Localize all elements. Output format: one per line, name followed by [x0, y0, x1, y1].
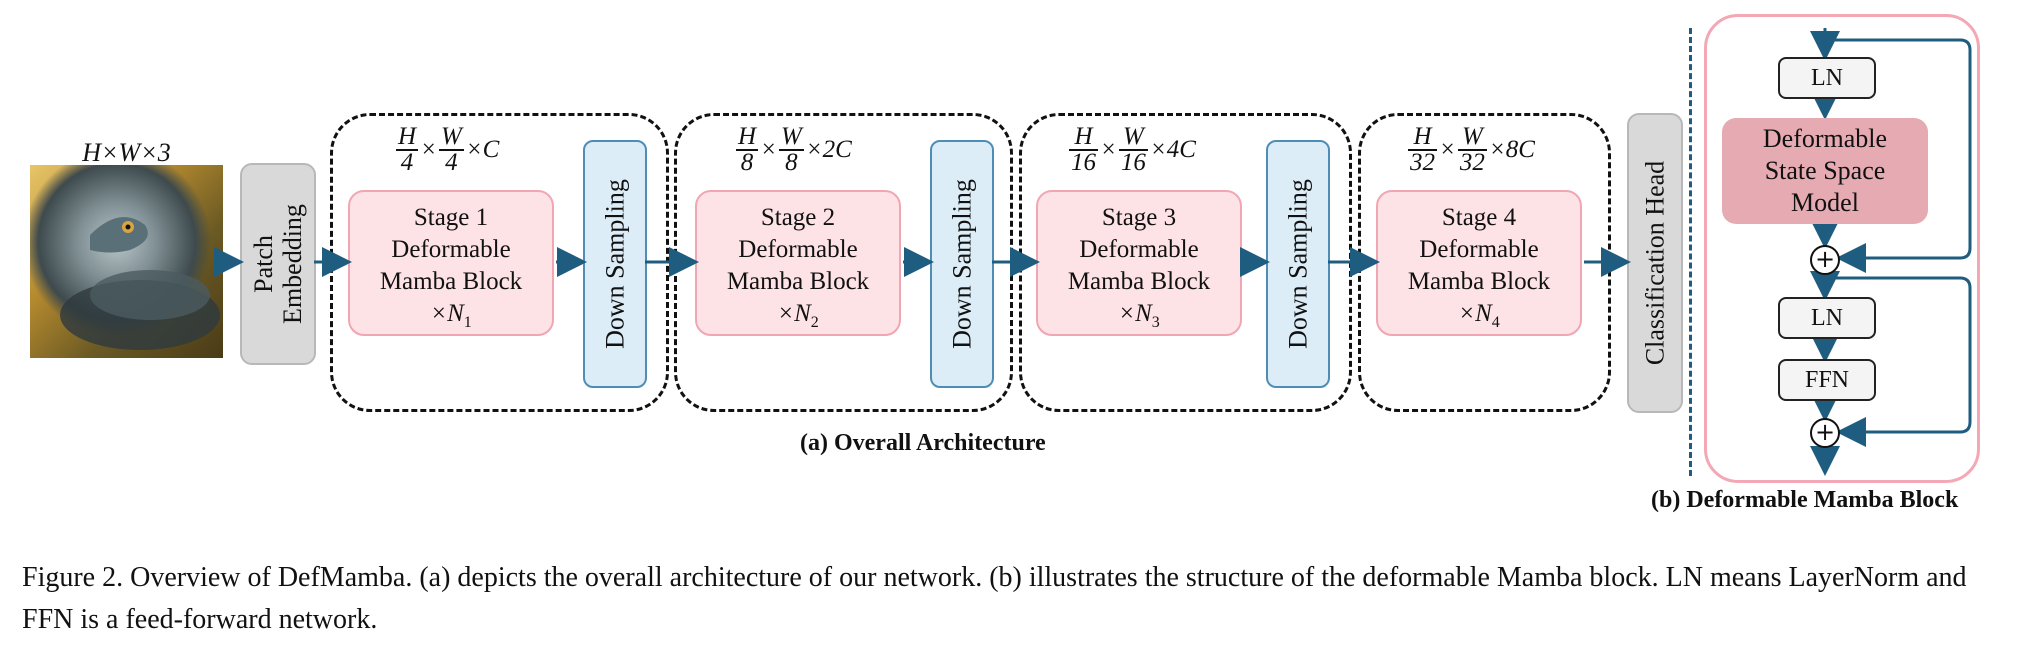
stage-1-repeat: ×N1	[430, 300, 472, 331]
stage-2-line3: Mamba Block	[726, 268, 870, 295]
stage-4-title: Stage 4	[1441, 204, 1517, 231]
down-sampling-1: Down Sampling	[583, 140, 647, 388]
figure-caption: Figure 2. Overview of DefMamba. (a) depi…	[22, 562, 1967, 635]
down-sampling-3: Down Sampling	[1266, 140, 1330, 388]
classification-head-block: Classification Head	[1627, 113, 1683, 413]
caption-overall-architecture: (a) Overall Architecture	[800, 430, 1046, 456]
stage-3-title: Stage 3	[1101, 204, 1177, 231]
add-node-1: +	[1810, 245, 1840, 275]
stage-1-title: Stage 1	[413, 204, 489, 231]
stage-1-line2: Deformable	[391, 236, 511, 263]
stage-3-card: Stage 3 Deformable Mamba Block ×N3	[1036, 190, 1242, 336]
stage-1-line3: Mamba Block	[379, 268, 523, 295]
stage-3-line2: Deformable	[1079, 236, 1199, 263]
stage-4-repeat: ×N4	[1458, 300, 1500, 331]
add-node-2: +	[1810, 418, 1840, 448]
caption-deformable-mamba-block: (b) Deformable Mamba Block	[1651, 487, 1959, 513]
stage-1-card: Stage 1 Deformable Mamba Block ×N1	[348, 190, 554, 336]
input-snake-image	[30, 165, 223, 358]
input-dims-label: H×W×3	[82, 138, 171, 167]
ln-box-1: LN	[1778, 57, 1876, 99]
stage-2-line2: Deformable	[738, 236, 858, 263]
dssm-line3: Model	[1791, 188, 1859, 217]
stage-3-line3: Mamba Block	[1067, 268, 1211, 295]
stage-4-line2: Deformable	[1419, 236, 1539, 263]
dssm-line1: Deformable	[1762, 124, 1888, 153]
deformable-ssm-box: Deformable State Space Model	[1722, 118, 1928, 224]
ffn-box: FFN	[1778, 359, 1876, 401]
snake-illustration	[60, 217, 220, 350]
stage-2-title: Stage 2	[760, 204, 836, 231]
dssm-line2: State Space	[1764, 156, 1886, 185]
patch-embedding-block: Patch Embedding	[240, 163, 316, 365]
deformable-mamba-block-panel	[1704, 14, 1980, 483]
stage-4-card: Stage 4 Deformable Mamba Block ×N4	[1376, 190, 1582, 336]
stage-4-line3: Mamba Block	[1407, 268, 1551, 295]
stage-3-repeat: ×N3	[1118, 300, 1160, 331]
section-divider	[1689, 28, 1692, 476]
stage-2-card: Stage 2 Deformable Mamba Block ×N2	[695, 190, 901, 336]
stage-2-repeat: ×N2	[777, 300, 819, 331]
ln-box-2: LN	[1778, 297, 1876, 339]
